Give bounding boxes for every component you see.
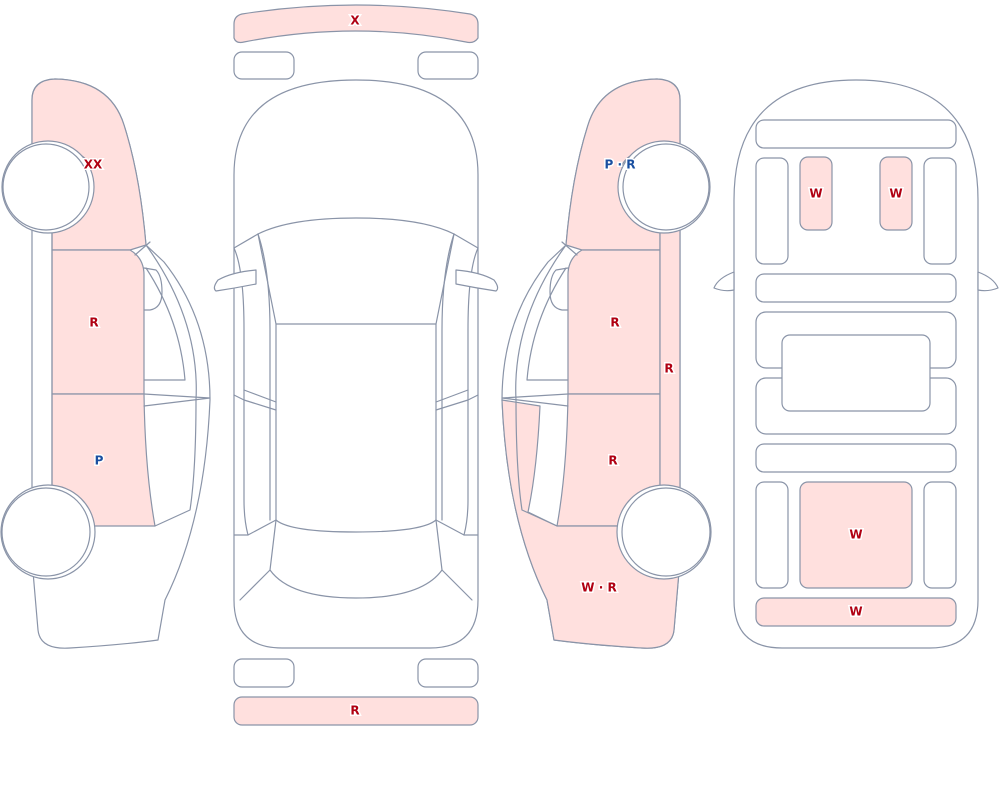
right-roof-rail bbox=[441, 233, 455, 521]
right-rear-quarter-panel[interactable] bbox=[501, 399, 681, 649]
left-bpillar-line bbox=[134, 241, 151, 256]
rear-window-line bbox=[269, 519, 443, 599]
label-right-rear-quarter: W · R bbox=[581, 581, 616, 595]
left-front-fender-panel[interactable] bbox=[31, 78, 147, 251]
right-headlight bbox=[417, 51, 479, 80]
label-front-window-right: W bbox=[889, 187, 902, 201]
trunk-lines bbox=[239, 569, 473, 601]
top-view: X R bbox=[213, 4, 499, 726]
right-front-wheel bbox=[622, 143, 710, 231]
label-front-bumper: X bbox=[350, 14, 360, 28]
left-mirror-top bbox=[213, 269, 257, 292]
roof-outline bbox=[275, 323, 437, 533]
interior-left-mirror bbox=[713, 271, 735, 292]
left-side-contour bbox=[233, 247, 277, 536]
windshield-line bbox=[233, 217, 479, 249]
interior-right-mirror bbox=[977, 271, 999, 292]
label-right-rocker: R bbox=[664, 362, 673, 376]
left-taillight bbox=[233, 658, 295, 688]
cross-bar-rear bbox=[755, 443, 957, 473]
left-front-pillar-interior bbox=[755, 157, 789, 265]
label-rear-bumper: R bbox=[350, 704, 359, 718]
left-door-marks bbox=[233, 389, 277, 536]
right-front-pillar-interior bbox=[923, 157, 957, 265]
left-window-inner bbox=[143, 267, 186, 381]
left-pillar bbox=[143, 393, 211, 407]
label-left-rear-door: P bbox=[95, 454, 104, 468]
right-mirror-top bbox=[455, 269, 499, 292]
rear-bumper-panel[interactable] bbox=[233, 696, 479, 726]
label-left-front-fender: XX bbox=[84, 158, 103, 172]
right-mirror bbox=[549, 267, 569, 311]
front-bumper-panel[interactable] bbox=[233, 4, 479, 44]
right-taillight bbox=[417, 658, 479, 688]
label-right-front-fender: P · R bbox=[605, 158, 636, 172]
front-window-right-panel[interactable] bbox=[879, 156, 913, 231]
rear-glass-panel[interactable] bbox=[799, 481, 913, 589]
right-rear-wheel bbox=[621, 487, 711, 577]
right-window-inner bbox=[526, 267, 569, 381]
dashboard-panel bbox=[755, 119, 957, 149]
left-roof-rail bbox=[257, 233, 271, 521]
right-bpillar-line bbox=[561, 241, 578, 256]
label-rear-panel: W bbox=[849, 605, 862, 619]
right-rear-pillar-interior bbox=[923, 481, 957, 589]
label-rear-glass: W bbox=[849, 528, 862, 542]
label-right-rear-door: R bbox=[608, 454, 617, 468]
cross-bar-front bbox=[755, 273, 957, 303]
right-front-fender-panel[interactable] bbox=[565, 78, 681, 251]
label-front-window-left: W bbox=[809, 187, 822, 201]
roof-panel bbox=[781, 334, 931, 412]
left-side-view: XX R P bbox=[0, 78, 211, 649]
right-front-door-panel[interactable] bbox=[567, 249, 661, 395]
front-window-left-panel[interactable] bbox=[799, 156, 833, 231]
right-pillar bbox=[501, 393, 569, 407]
left-rear-wheel bbox=[1, 487, 91, 577]
right-side-view: P · R R R R W · R bbox=[501, 78, 712, 649]
label-right-front-door: R bbox=[610, 316, 619, 330]
left-front-door-panel[interactable] bbox=[51, 249, 145, 395]
rear-panel[interactable] bbox=[755, 597, 957, 627]
right-door-marks bbox=[435, 389, 479, 536]
left-mirror bbox=[143, 267, 163, 311]
left-headlight bbox=[233, 51, 295, 80]
label-left-front-door: R bbox=[89, 316, 98, 330]
left-front-wheel bbox=[2, 143, 90, 231]
left-rear-pillar-interior bbox=[755, 481, 789, 589]
interior-view: W W W W bbox=[713, 79, 999, 649]
right-side-contour bbox=[435, 247, 479, 536]
right-rocker-panel[interactable] bbox=[659, 229, 681, 491]
